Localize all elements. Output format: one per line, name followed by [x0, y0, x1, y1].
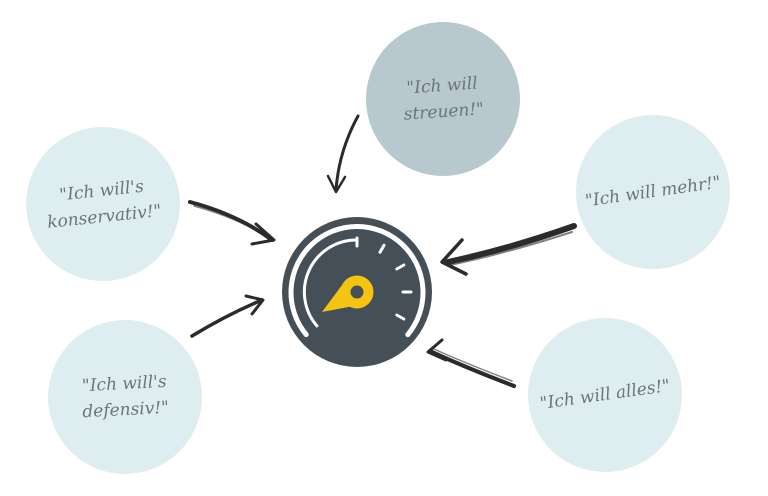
arrow-konservativ — [188, 200, 276, 246]
arrow-alles — [426, 338, 516, 388]
arrow-streuen — [326, 114, 360, 194]
arrow-defensiv — [190, 294, 265, 338]
arrow-mehr — [440, 223, 577, 276]
needle-icon — [322, 275, 374, 312]
